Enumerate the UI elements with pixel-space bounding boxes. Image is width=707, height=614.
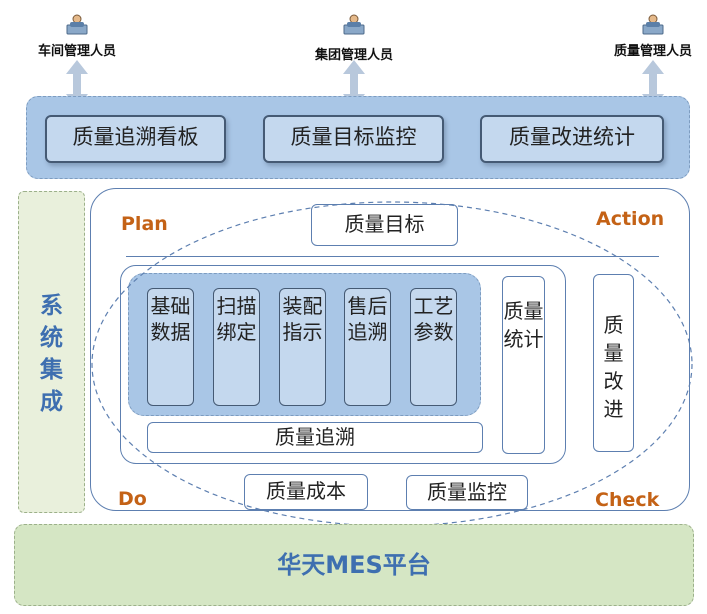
user-label: 集团管理人员 — [314, 48, 393, 63]
trace-item: 基础数据 — [147, 288, 194, 406]
system-integration-panel: 系统集成 — [18, 191, 85, 513]
trace-item: 扫描绑定 — [213, 288, 260, 406]
check-label: Check — [595, 489, 660, 511]
quality-trace-box: 质量追溯 — [147, 422, 483, 453]
user-label: 质量管理人员 — [613, 44, 692, 59]
quality-cost-box: 质量成本 — [244, 474, 368, 510]
divider-line — [126, 256, 659, 257]
trace-dashboard-button[interactable]: 质量追溯看板 — [45, 115, 226, 163]
quality-goal-box: 质量目标 — [311, 204, 458, 246]
plan-label: Plan — [121, 213, 168, 235]
action-label: Action — [596, 208, 665, 230]
quality-improve-box: 质量改进 — [593, 274, 634, 452]
system-integration-label: 系统集成 — [40, 293, 63, 415]
dashboard-band: 质量追溯看板 质量目标监控 质量改进统计 — [26, 96, 690, 179]
improve-stats-button[interactable]: 质量改进统计 — [480, 115, 664, 163]
user-label: 车间管理人员 — [37, 44, 116, 59]
goal-monitor-button[interactable]: 质量目标监控 — [263, 115, 444, 163]
user-computer-icon — [642, 14, 664, 35]
trace-item: 工艺参数 — [410, 288, 457, 406]
do-label: Do — [118, 488, 147, 510]
quality-monitor-box: 质量监控 — [406, 475, 528, 510]
trace-items-panel: 基础数据 扫描绑定 装配指示 售后追溯 工艺参数 — [128, 273, 481, 416]
mes-platform-band: 华天MES平台 — [14, 524, 694, 606]
trace-item: 售后追溯 — [344, 288, 391, 406]
user-computer-icon — [66, 14, 88, 35]
quality-stats-box: 质量统计 — [502, 276, 545, 454]
user-computer-icon — [343, 14, 365, 35]
trace-item: 装配指示 — [279, 288, 326, 406]
